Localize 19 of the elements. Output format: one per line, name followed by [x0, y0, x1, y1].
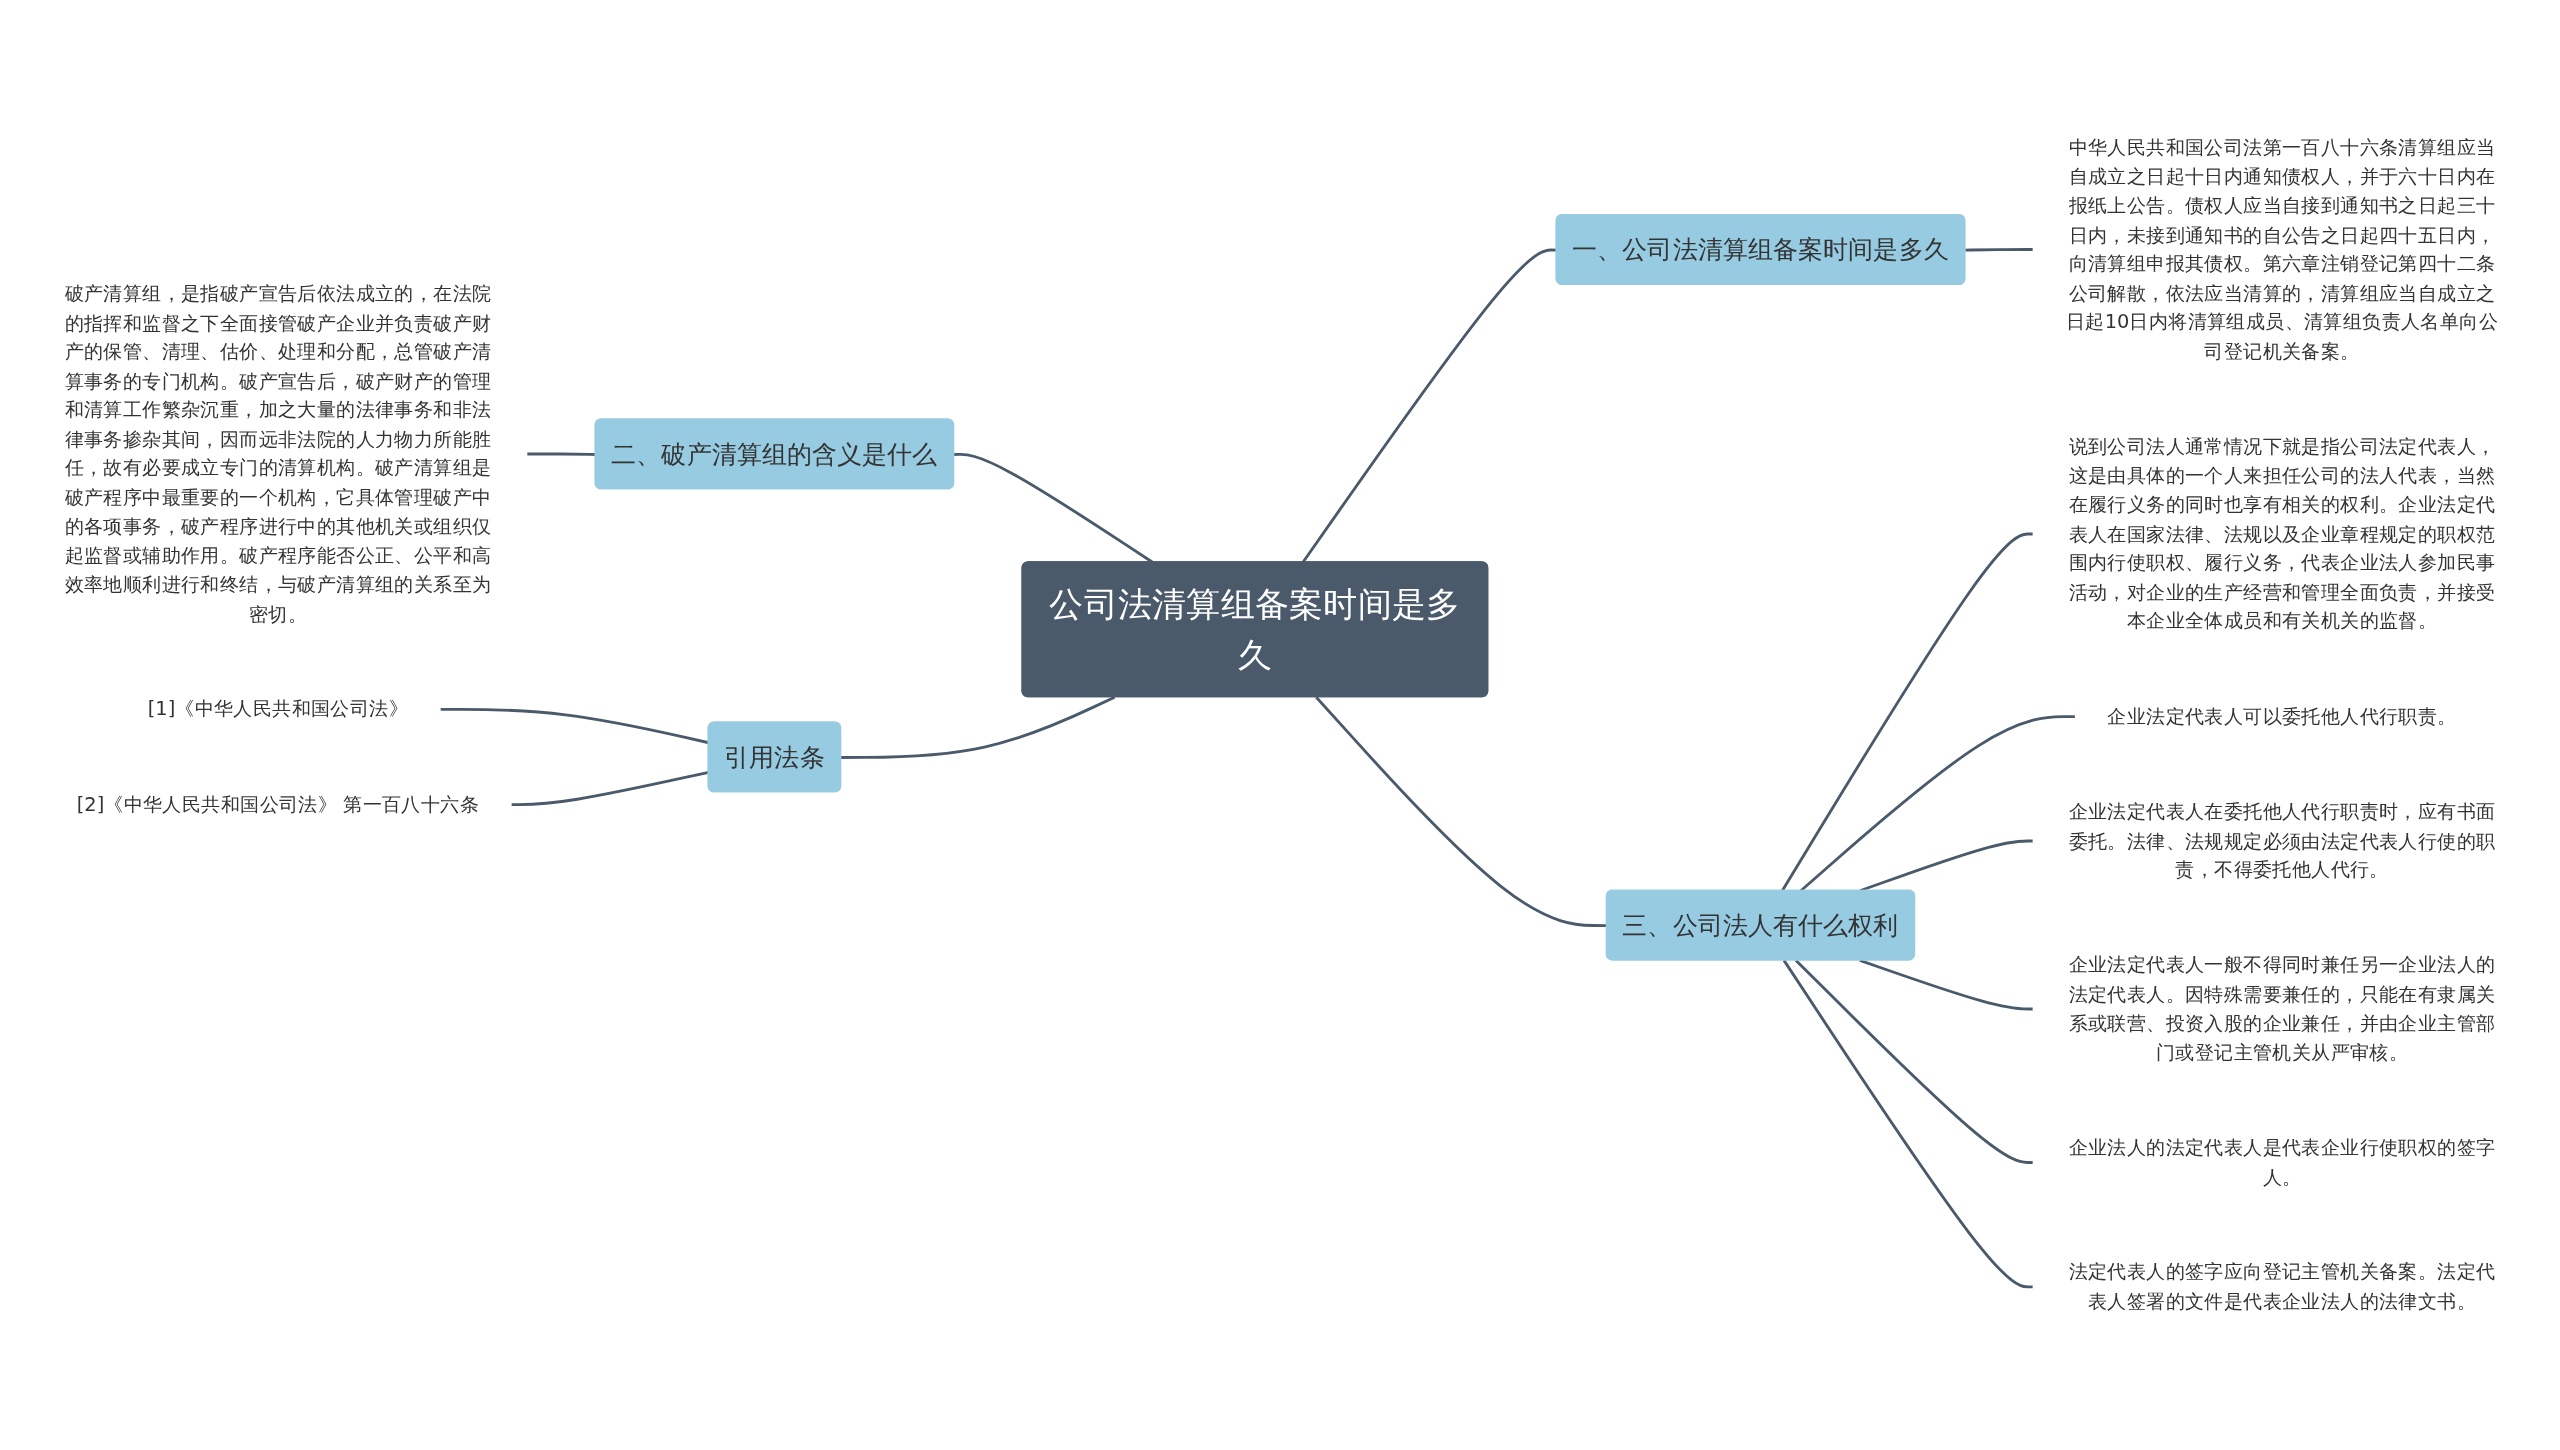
node-text: 说到公司法人通常情况下就是指公司法定代表人，这是由具体的一个人来担任公司的法人代表，当然在履行义务的同时也享有相关的权利。企业法定代表人在国家法律、法规以及企业章程规定的职权范围内行使职权、履行义务，代表企业法人参加民事活动，对企业的生产经营和管理全面负责，并接受本企业全体成员和有关机关的监督。: [2068, 434, 2496, 633]
connector: [841, 696, 1116, 760]
node-text: 破产清算组，是指破产宣告后依法成立的，在法院的指挥和监督之下全面接管破产企业并负责破产财产的保管、清理、估价、处理和分配，总管破产清算事务的专门机构。破产宣告后，破产财产的管理和清算工作繁杂沉重，加之大量的法律事务和非法律事务掺杂其间，因而远非法院的人力物力所能胜任，故有必要成立专门的清算机构。破产清算组是破产程序中最重要的一个机构，它具体管理破产中的各项事务，破产程序进行中的其他机关或组织仅起监督或辅助作用。破产程序能否公正、公平和高效率地顺利进行和终结，与破产清算组的关系至为密切。: [64, 282, 492, 625]
connector: [1965, 248, 2034, 252]
connector: [526, 452, 596, 457]
node-text: [2]《中华人民共和国公司法》 第一百八十六条: [76, 792, 480, 816]
connector: [1795, 959, 2034, 1165]
node-text: 企业法定代表人一般不得同时兼任另一企业法人的法定代表人。因特殊需要兼任的，只能在有隶属关系或联营、投资入股的企业兼任，并由企业主管部门或登记主管机关从严审核。: [2068, 953, 2496, 1064]
node-text: [1]《中华人民共和国公司法》: [147, 697, 409, 721]
connector: [1315, 696, 1607, 928]
connector: [1301, 249, 1557, 564]
node-text: 法定代表人的签字应向登记主管机关备案。法定代表人签署的文件是代表企业法人的法律文书。: [2068, 1260, 2496, 1313]
node-text: 企业法定代表人在委托他人代行职责时，应有书面委托。法律、法规规定必须由法定代表人行使的职责，不得委托他人代行。: [2068, 800, 2496, 882]
node-text: 中华人民共和国公司法第一百八十六条清算组应当自成立之日起十日内通知债权人，并于六十日内在报纸上公告。债权人应当自接到通知书之日起三十日内，未接到通知书的自公告之日起四十五日内，向清算组申报其债权。第六章注销登记第四十二条公司解散，依法应当清算的，清算组应当自成立之日起10日内将清算组成员、清算组负责人名单向公司登记机关备案。: [2065, 135, 2499, 363]
connector: [1781, 533, 2034, 892]
connector: [1859, 959, 2034, 1011]
node-text: 企业法定代表人可以委托他人代行职责。: [2107, 704, 2457, 728]
connector: [1782, 960, 2034, 1289]
node-text: 企业法人的法定代表人是代表企业行使职权的签字人。: [2068, 1136, 2496, 1189]
